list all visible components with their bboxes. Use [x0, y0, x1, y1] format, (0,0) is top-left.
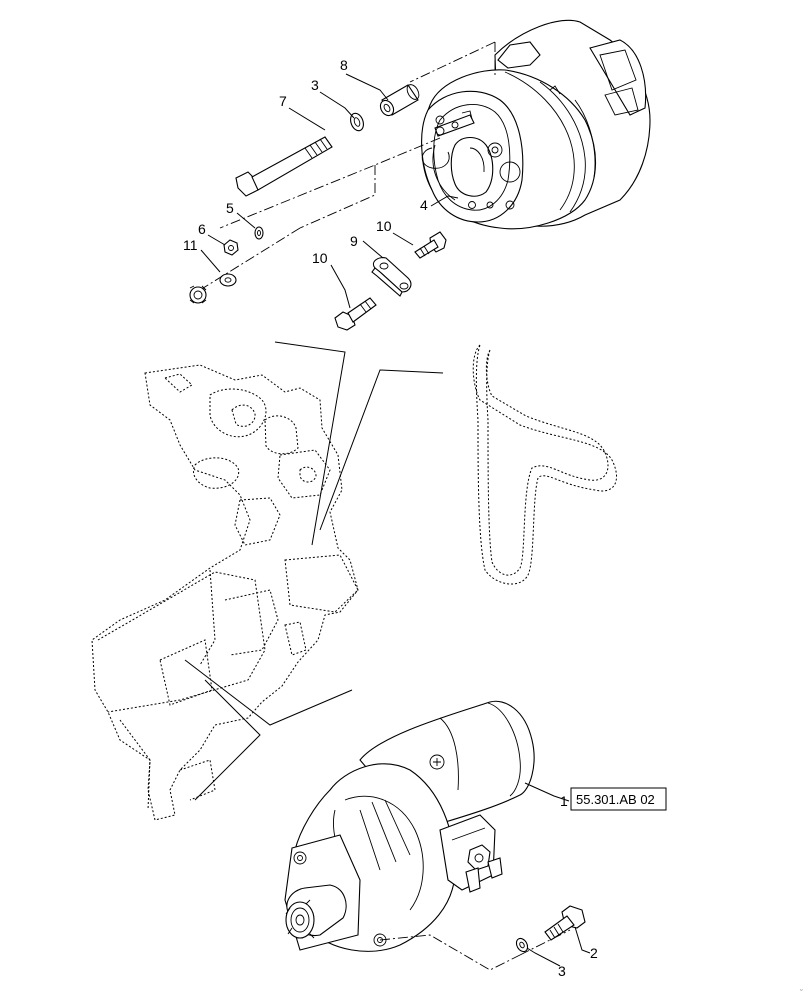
reference-box[interactable]: 55.301.AB 02 [570, 787, 667, 811]
callout-6: 6 [198, 221, 206, 237]
callout-8: 8 [340, 57, 348, 73]
callout-3-bottom: 3 [558, 963, 566, 979]
callout-4: 4 [420, 197, 428, 213]
engine-block-outline [91, 364, 359, 821]
washer-11 [219, 273, 237, 287]
callout-7: 7 [279, 93, 287, 109]
alternator-center-lines [199, 41, 496, 291]
bolt-lower [334, 297, 377, 331]
callout-5: 5 [226, 200, 234, 216]
callout-3-top: 3 [311, 77, 319, 93]
nut-small [223, 239, 239, 256]
long-bolt [235, 136, 333, 197]
starter-bolt [544, 905, 586, 941]
corner-mark: ˘ [799, 988, 803, 998]
callout-9: 9 [350, 233, 358, 249]
callout-10-upper: 10 [376, 218, 392, 234]
callout-2: 2 [590, 945, 598, 961]
callout-leaders [200, 73, 591, 967]
v-belt [472, 344, 617, 585]
washer-top [350, 112, 364, 132]
engine-leader-lines [184, 341, 444, 801]
bolt-upper [414, 231, 447, 259]
washer-small [254, 226, 264, 240]
starter-motor [284, 700, 535, 952]
alternator [421, 19, 651, 230]
bracket [371, 257, 412, 297]
callout-1: 1 [560, 793, 568, 809]
washer-bottom [515, 937, 529, 953]
bushing [379, 84, 420, 117]
reference-link[interactable]: 55.301.AB 02 [576, 792, 655, 807]
callout-11: 11 [183, 237, 198, 253]
callout-10-lower: 10 [312, 250, 328, 266]
starter-center-lines [379, 929, 571, 971]
lock-nut [189, 285, 207, 304]
callout-labels: 8 3 7 4 5 6 11 10 9 10 1 2 3 [183, 57, 598, 979]
